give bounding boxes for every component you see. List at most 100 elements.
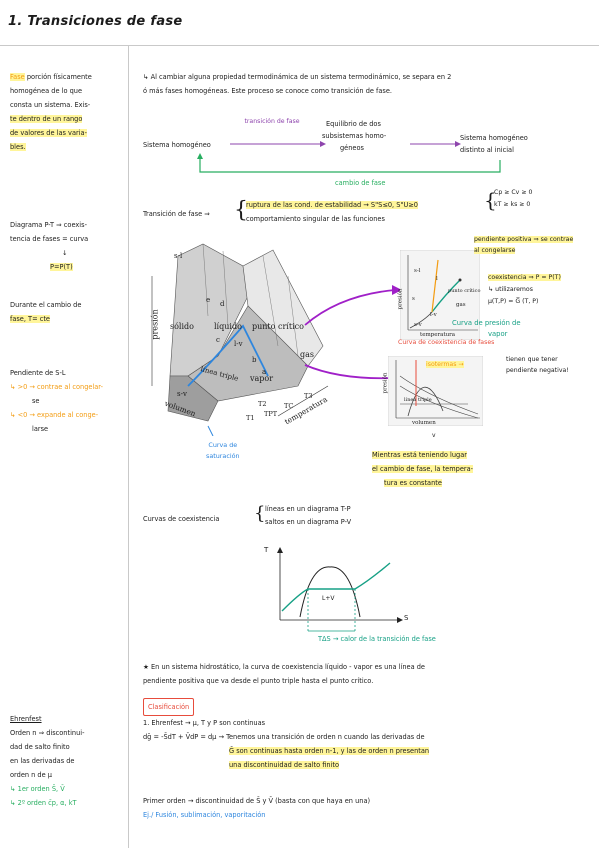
- ehrenfest-section: 1. Ehrenfest → μ, T y P son continuas dḡ…: [143, 719, 430, 769]
- pvt-label-a: a: [262, 368, 267, 376]
- pt-diagram: [400, 250, 480, 340]
- pt-label-gas: gas: [456, 302, 466, 308]
- ts-axis-s-head: [397, 617, 403, 623]
- pvt-label-punto: punto crítico: [252, 322, 304, 331]
- curva-saturacion-arrow: [207, 425, 214, 436]
- tf-brace-2: {: [484, 188, 497, 212]
- pvt-label-e: e: [206, 296, 211, 304]
- pvt-sv-face: [167, 375, 219, 422]
- durante-note: Durante el cambio de fase, T= cte: [10, 301, 82, 323]
- star-note: ★ En un sistema hidrostático, la curva d…: [143, 663, 425, 685]
- pvt-label-tc: TC: [284, 402, 294, 410]
- temperatura-axis: [277, 385, 329, 417]
- pvt-label-vapor: vapor: [250, 374, 274, 383]
- coex-brace: {: [254, 503, 266, 524]
- pendiente-positiva-note: pendiente positiva ⇒ se contrae al conge…: [474, 236, 574, 254]
- pt-label-temp: temperatura: [420, 332, 456, 338]
- intro-text: ↳ Al cambiar alguna propiedad termodinám…: [143, 73, 452, 95]
- flow-arrow-2-head: [455, 141, 461, 147]
- pt-diagram-bg: [400, 250, 480, 340]
- pvt-label-gas: gas: [300, 350, 314, 359]
- arrow-to-pt: [304, 289, 396, 326]
- isotermas-label: isotermas →: [426, 361, 464, 368]
- primer-orden-section: Primer orden → discontinuidad de S̄ y V̄…: [143, 797, 371, 819]
- tf-lines: ruptura de las cond. de estabilidad → S"…: [246, 201, 418, 223]
- tf-lead: Transición de fase ⇒: [143, 210, 210, 218]
- pv-label-lt: línea triple: [404, 397, 432, 403]
- fase-word: Fase: [10, 73, 25, 81]
- pvt-label-d: d: [220, 300, 225, 308]
- pendiente-note: Pendiente de S-L ↳ >0 → contrae al conge…: [10, 369, 103, 433]
- mientras-note: Mientras está teniendo lugar el cambio d…: [372, 451, 474, 487]
- page-title: 1. Transiciones de fase: [8, 14, 183, 29]
- pvt-label-t3: T3: [304, 392, 313, 400]
- coex-lines: líneas en un diagrama T-P saltos en un d…: [265, 505, 352, 526]
- pvt-line-3: [262, 255, 279, 347]
- tf-brace: {: [234, 198, 248, 223]
- pv-dome: [407, 386, 444, 417]
- pvt-line-1: [202, 243, 209, 317]
- header-divider: [0, 45, 599, 46]
- flow-a: Sistema homogéneo: [143, 141, 211, 149]
- curva-saturacion-line: [187, 324, 269, 387]
- flow-back-arrow-head: [197, 153, 203, 159]
- tf-conditions: Cp ≥ Cv ≥ 0 kT ≥ ks ≥ 0: [494, 189, 533, 208]
- ts-diagram: [277, 547, 403, 632]
- pt-label-sl: s-l: [414, 268, 421, 274]
- flow-back-label: cambio de fase: [335, 179, 386, 187]
- flow-arrow-1-head: [320, 141, 326, 147]
- pvt-label-b: b: [252, 356, 257, 364]
- pv-isotherm-1: [399, 375, 479, 415]
- curva-saturacion-label: Curva de saturación: [206, 441, 240, 460]
- pv-isotherm-2: [399, 385, 479, 419]
- fase-definition: Fase porción físicamente homogénea de lo…: [10, 73, 92, 151]
- pt-label-pc: punto crítico: [448, 288, 481, 294]
- pvt-label-c: c: [216, 336, 220, 344]
- pvt-label-t1: T1: [246, 414, 255, 422]
- flow-arrow-label: transición de fase: [244, 118, 300, 125]
- ts-delta-note: TΔS → calor de la transición de fase: [318, 635, 436, 643]
- pendiente-negativa-note: tienen que tener pendiente negativa!: [506, 356, 569, 374]
- pvt-label-solido: sólido: [170, 322, 194, 331]
- pt-label-sv: s-v: [414, 322, 422, 328]
- pvt-line-4: [287, 275, 299, 357]
- flow-c: Sistema homogéneo distinto al inicial: [460, 134, 528, 154]
- pvt-surface-diagram: [151, 243, 329, 436]
- pvt-label-lv: l-v: [234, 340, 243, 348]
- pvt-line-2: [222, 250, 229, 327]
- ts-axis-t-head: [277, 547, 283, 553]
- curva-coexistencia-label: Curva de coexistencia de fases: [398, 339, 495, 346]
- pv-label-pres: presión: [382, 372, 389, 394]
- ts-label-lv: L+V: [322, 595, 335, 602]
- pt-vapor-line: [431, 279, 461, 313]
- ts-label-s: S: [404, 614, 409, 622]
- pt-critical-point: [458, 278, 462, 282]
- curva-presion-vapor-label: Curva de presión de vapor: [452, 319, 521, 338]
- pt-label-s: s: [412, 296, 415, 302]
- pvt-label-sv: s-v: [177, 390, 187, 398]
- pvt-label-t2: T2: [258, 400, 267, 408]
- flow-diagram: [197, 141, 501, 173]
- margin-divider: [128, 46, 129, 848]
- ts-dome: [299, 566, 361, 618]
- pvt-label-presion: presión: [150, 309, 160, 340]
- coex-lead: Curvas de coexistencia: [143, 515, 220, 523]
- pvt-label-liquido: líquido: [214, 322, 242, 331]
- pt-label-lv: l-v: [430, 312, 437, 318]
- pv-label-v: v: [432, 432, 436, 439]
- flow-b: Equilibrio de dos subsistemas homo- géne…: [322, 120, 387, 152]
- diagrama-pt-note: Diagrama P-T ⇒ coexis- tencia de fases =…: [10, 221, 89, 271]
- ehrenfest-note: Ehrenfest Orden n ⇒ discontinui- dad de …: [10, 715, 85, 807]
- arrow-to-pv: [304, 364, 396, 380]
- ts-label-t: T: [264, 546, 269, 554]
- pt-sublimation-line: [409, 311, 433, 329]
- ts-isobar: [281, 562, 391, 612]
- pv-label-vol: volumen: [412, 420, 436, 426]
- pvt-label-tpt: TPT: [264, 410, 278, 418]
- pvt-label-sl: s-l: [174, 252, 183, 260]
- coexistencia-note: coexistencia ⇒ P = P(T) ↳ utilizaremos μ…: [488, 274, 561, 305]
- flow-back-arrow: [199, 158, 501, 173]
- pt-fusion-line: [431, 259, 439, 313]
- pt-label-pres: presión: [397, 288, 404, 310]
- pvt-gas-face: [242, 249, 324, 367]
